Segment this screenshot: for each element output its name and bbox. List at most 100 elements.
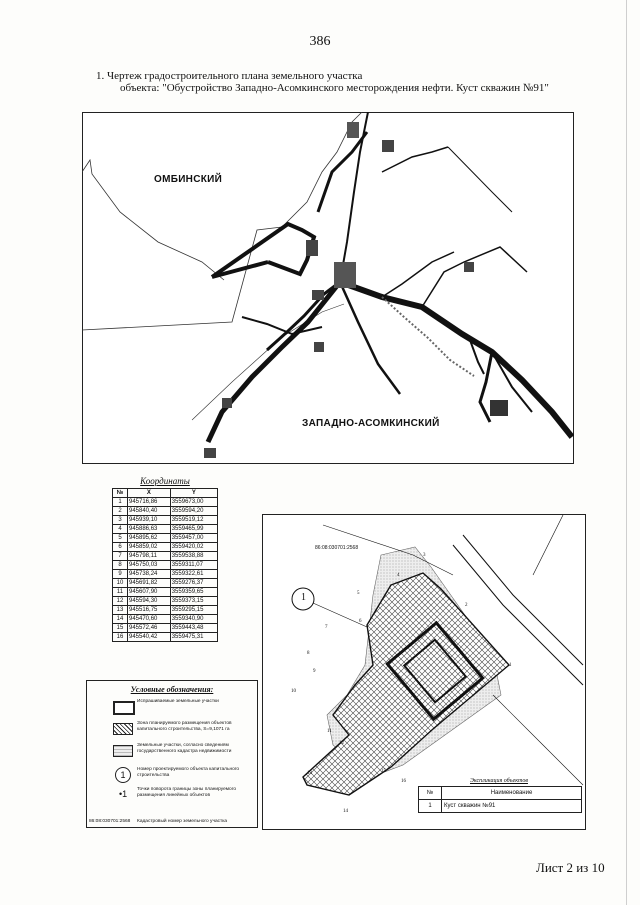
coord-x: 945738,24 bbox=[127, 569, 171, 579]
point-label-12: 12 bbox=[339, 741, 344, 746]
coord-y: 3559295,15 bbox=[169, 605, 219, 615]
legend-item-text: Зона планируемого размещения объектов ка… bbox=[137, 721, 232, 732]
legend-cadastral-row: 86:08:030701:2568 Кадастровый номер земе… bbox=[89, 819, 227, 824]
point-label-3: 3 bbox=[423, 553, 426, 558]
coord-x: 945886,63 bbox=[127, 524, 171, 534]
point-label-16: 16 bbox=[401, 779, 406, 784]
coord-x: 945859,02 bbox=[127, 542, 171, 552]
explication-name: Куст скважин №91 bbox=[441, 799, 582, 813]
point-label-2: 2 bbox=[465, 603, 468, 608]
detail-cadastral-label: 86:08:030701:2568 bbox=[315, 545, 359, 551]
legend-swatch-crosshatch bbox=[113, 723, 133, 735]
point-label-7: 7 bbox=[325, 625, 328, 630]
coord-y: 3559475,31 bbox=[169, 632, 219, 642]
coord-x: 945691,82 bbox=[127, 578, 171, 588]
turning-point-marker: •1 bbox=[119, 789, 128, 799]
coord-x: 945470,60 bbox=[127, 614, 171, 624]
coord-x: 945840,40 bbox=[127, 506, 171, 516]
legend-item-text: Земельные участки, согласно сведениям го… bbox=[137, 743, 232, 754]
detail-map: 86:08:030701:2568 1 1 2 3 4 5 6 7 8 9 10… bbox=[262, 514, 586, 830]
point-label-15: 15 bbox=[381, 769, 386, 774]
heading-object: объекта: "Обустройство Западно-Асомкинск… bbox=[120, 82, 549, 94]
scan-edge-line bbox=[626, 0, 627, 905]
point-label-8: 8 bbox=[307, 651, 310, 656]
col-header-number: № bbox=[112, 488, 128, 498]
point-label-11: 11 bbox=[327, 729, 332, 734]
coord-y: 3559311,07 bbox=[169, 560, 219, 570]
legend-swatch-dotted bbox=[113, 745, 133, 757]
coord-x: 945939,10 bbox=[127, 515, 171, 525]
coord-x: 945750,03 bbox=[127, 560, 171, 570]
point-number: 1 bbox=[112, 497, 128, 507]
legend-title: Условные обозначения: bbox=[130, 685, 214, 694]
legend-item-text: Испрашиваемые земельные участки bbox=[137, 699, 219, 704]
explication-number: 1 bbox=[418, 799, 442, 813]
coord-y: 3559276,37 bbox=[169, 578, 219, 588]
object-number-marker: 1 bbox=[115, 767, 131, 783]
table-header-row: № Наименование bbox=[418, 786, 582, 800]
coord-y: 3559519,12 bbox=[169, 515, 219, 525]
explication-table: № Наименование 1 Куст скважин №91 bbox=[418, 786, 582, 813]
overview-map-drawing bbox=[82, 112, 574, 464]
point-number: 8 bbox=[112, 560, 128, 570]
point-number: 4 bbox=[112, 524, 128, 534]
explication-title: Экспликация объектов bbox=[470, 778, 528, 784]
coord-x: 945516,75 bbox=[127, 605, 171, 615]
point-number: 13 bbox=[112, 605, 128, 615]
point-number: 16 bbox=[112, 632, 128, 642]
field-label-south: ЗАПАДНО-АСОМКИНСКИЙ bbox=[302, 418, 440, 429]
coord-x: 945798,11 bbox=[127, 551, 171, 561]
table-row: 1 Куст скважин №91 bbox=[418, 799, 582, 813]
legend-item-turning-points: •1 Точки поворота границы зоны планируем… bbox=[93, 787, 253, 809]
sheet-label: Лист 2 из 10 bbox=[536, 860, 605, 875]
col-header-name: Наименование bbox=[441, 786, 582, 800]
point-label-13: 13 bbox=[307, 771, 312, 776]
point-number: 6 bbox=[112, 542, 128, 552]
coord-x: 945540,42 bbox=[127, 632, 171, 642]
legend-item-text: Точки поворота границы зоны планируемого… bbox=[137, 787, 237, 798]
detail-object-marker: 1 bbox=[301, 592, 306, 603]
coordinates-title: Координаты bbox=[140, 476, 190, 486]
coord-x: 945572,46 bbox=[127, 623, 171, 633]
coord-x: 945895,62 bbox=[127, 533, 171, 543]
point-label-9: 9 bbox=[313, 669, 316, 674]
legend-item-placement-zone: Зона планируемого размещения объектов ка… bbox=[93, 721, 253, 743]
point-number: 14 bbox=[112, 614, 128, 624]
coord-y: 3559373,15 bbox=[169, 596, 219, 606]
cadastral-number-example: 86:08:030701:2568 bbox=[89, 819, 131, 824]
point-number: 10 bbox=[112, 578, 128, 588]
legend-item-requested-plots: Испрашиваемые земельные участки bbox=[93, 699, 253, 721]
page-number: 386 bbox=[309, 34, 331, 49]
point-label-14: 14 bbox=[343, 809, 348, 814]
coord-y: 3559322,61 bbox=[169, 569, 219, 579]
col-header-x: X bbox=[127, 488, 171, 498]
legend-item-cadastral-plots: Земельные участки, согласно сведениям го… bbox=[93, 743, 253, 765]
legend-item-object-number: 1 Номер проектируемого объекта капитальн… bbox=[93, 767, 253, 789]
coord-x: 945716,86 bbox=[127, 497, 171, 507]
point-label-1: 1 bbox=[509, 663, 512, 668]
coord-x: 945607,90 bbox=[127, 587, 171, 597]
heading-title: 1. Чертеж градостроительного плана земел… bbox=[96, 70, 363, 82]
cadastral-number-text: Кадастровый номер земельного участка bbox=[137, 819, 228, 824]
coord-y: 3559673,00 bbox=[169, 497, 219, 507]
point-number: 12 bbox=[112, 596, 128, 606]
coord-y: 3559594,20 bbox=[169, 506, 219, 516]
point-number: 2 bbox=[112, 506, 128, 516]
field-label-north: ОМБИНСКИЙ bbox=[154, 174, 223, 185]
point-label-4: 4 bbox=[397, 573, 400, 578]
col-header-number: № bbox=[418, 786, 442, 800]
col-header-y: Y bbox=[169, 488, 219, 498]
